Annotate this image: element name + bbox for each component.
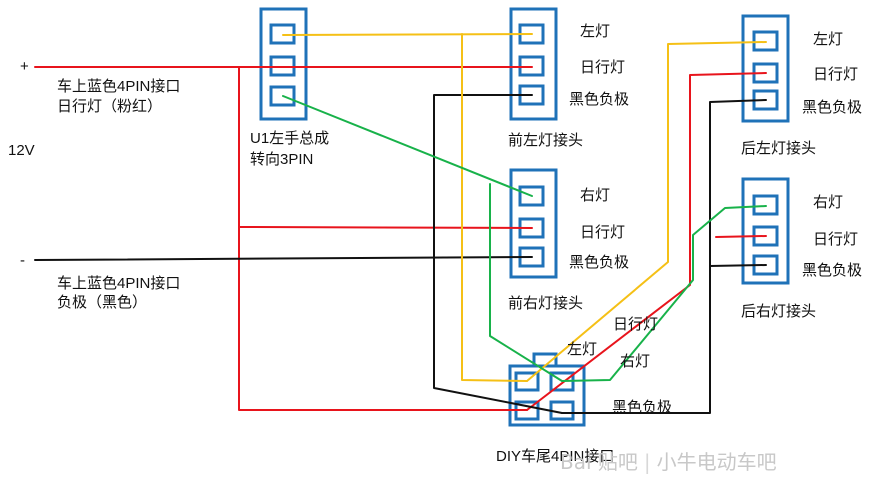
black-wire-diy-to-rear-left: [561, 99, 767, 414]
front-left-connector: [509, 7, 558, 121]
fl-pin-negative: 黑色负极: [569, 91, 630, 108]
diy-pin-right-turn: 右灯: [620, 353, 651, 370]
watermark-separator: |: [643, 450, 651, 474]
rear-left-label: 后左灯接头: [741, 140, 817, 157]
rear-left-connector: [741, 14, 790, 123]
watermark: Bai 贴吧|小牛电动车吧: [560, 446, 777, 475]
yellow-wire-u1-to-front-left: [282, 33, 533, 36]
source-negative-label-line2: 负极（黑色）: [57, 294, 148, 311]
red-wire-rear-right: [715, 235, 767, 238]
green-wire-drop-to-diy: [489, 183, 563, 382]
red-wire-front-right: [238, 226, 533, 229]
watermark-forum: 小牛电动车吧: [656, 450, 777, 474]
diy-tail-label: DIY车尾4PIN接口: [496, 448, 615, 465]
rl-pin-left-turn: 左灯: [813, 31, 844, 48]
watermark-brand: Bai 贴吧: [560, 450, 638, 474]
fr-pin-right-turn: 右灯: [580, 187, 611, 204]
source-positive-label-line2: 日行灯（粉红）: [57, 98, 163, 115]
rl-pin-running-light: 日行灯: [813, 66, 859, 83]
yellow-wire-drop-to-diy: [461, 33, 528, 382]
green-wire-u1-to-front-right: [282, 95, 533, 197]
plus-sign: +: [20, 58, 29, 75]
u1-label-line1: U1左手总成: [250, 130, 330, 147]
voltage-label: 12V: [8, 142, 35, 159]
black-wire-source-negative: [34, 256, 533, 261]
source-negative-label-line1: 车上蓝色4PIN接口: [57, 275, 181, 292]
diy-pin-left-turn: 左灯: [567, 341, 598, 358]
u1-label-line2: 转向3PIN: [250, 151, 314, 168]
diy-pin-running-light: 日行灯: [613, 316, 659, 333]
rr-pin-running-light: 日行灯: [813, 231, 859, 248]
black-wire-rear-right: [709, 264, 767, 267]
fr-pin-negative: 黑色负极: [569, 254, 630, 271]
fr-pin-running-light: 日行灯: [580, 224, 626, 241]
source-positive-label-line1: 车上蓝色4PIN接口: [57, 78, 181, 95]
front-right-label: 前右灯接头: [508, 295, 584, 312]
black-wire-front-left-to-diy: [433, 94, 563, 414]
rear-right-label: 后右灯接头: [741, 303, 817, 320]
diy-pin-negative: 黑色负极: [612, 399, 673, 416]
rr-pin-negative: 黑色负极: [802, 262, 863, 279]
red-wire-diy-to-rear-left: [526, 72, 767, 411]
rl-pin-negative: 黑色负极: [802, 99, 863, 116]
yellow-wire-diy-to-rear-left: [526, 41, 767, 382]
minus-sign: -: [20, 252, 25, 269]
front-right-connector: [509, 168, 558, 279]
green-wire-diy-to-rear-right: [561, 205, 767, 382]
fl-pin-running-light: 日行灯: [580, 59, 626, 76]
fl-pin-left-turn: 左灯: [580, 23, 611, 40]
red-wire-bus-vertical: [238, 66, 528, 411]
front-left-label: 前左灯接头: [508, 132, 584, 149]
rr-pin-right-turn: 右灯: [813, 194, 844, 211]
rear-right-connector: [741, 177, 790, 285]
